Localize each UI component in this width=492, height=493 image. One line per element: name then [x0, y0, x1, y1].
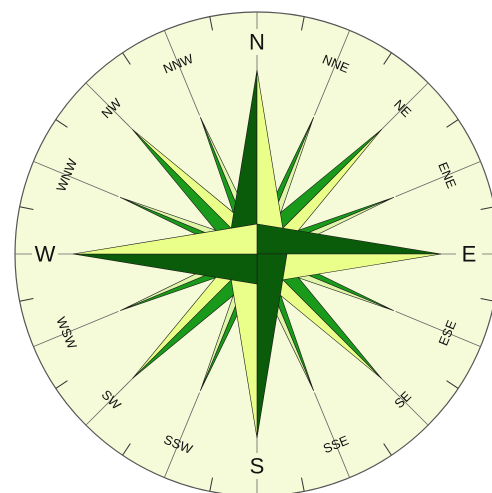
label-s: S: [250, 454, 265, 479]
label-e: E: [462, 242, 477, 267]
label-n: N: [249, 30, 265, 55]
label-w: W: [35, 242, 56, 267]
